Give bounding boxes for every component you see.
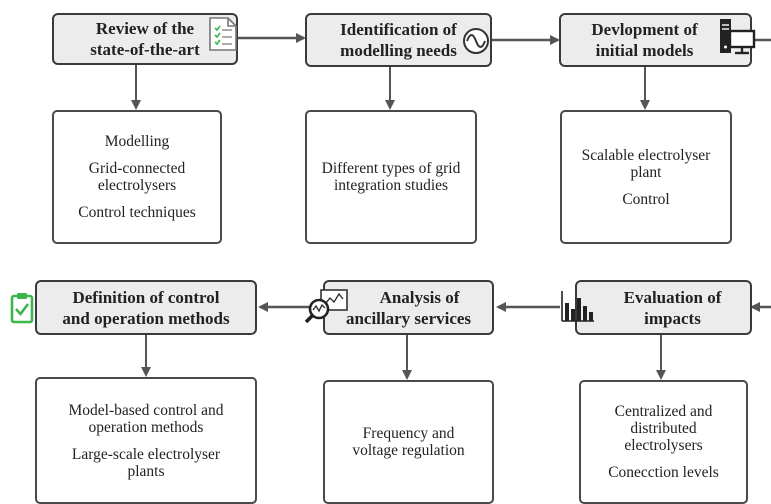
clipboard-check-icon: [10, 293, 34, 324]
detail-item: Grid-connected electrolysers: [88, 160, 186, 194]
step-review-title-line2: state-of-the-art: [90, 40, 200, 59]
sine-wave-icon: [463, 28, 489, 54]
step-development-details: Scalable electrolyser plant Control: [560, 110, 732, 244]
step-evaluation-header[interactable]: Evaluation of impacts: [575, 280, 752, 335]
step-review-header[interactable]: Review of the state-of-the-art: [52, 13, 238, 65]
step-definition-title-line1: Definition of control: [72, 287, 220, 307]
detail-item: Centralized and distributed electrolyser…: [614, 403, 713, 454]
step-analysis-details: Frequency and voltage regulation: [323, 380, 494, 504]
detail-item: Frequency and voltage regulation: [352, 425, 465, 459]
step-definition-title-line2: and operation methods: [62, 308, 230, 328]
document-icon: [209, 17, 237, 51]
step-identification-details: Different types of grid integration stud…: [305, 110, 477, 244]
detail-item: Modelling: [104, 133, 170, 150]
step-identification-title-line2: modelling needs: [340, 41, 457, 60]
step-analysis-title-line1: Analysis of: [379, 287, 460, 307]
detail-item: Control: [622, 190, 670, 208]
detail-item: Different types of grid integration stud…: [321, 160, 461, 194]
step-development-title-line1: Devlopment of: [591, 20, 698, 39]
step-review-title-line1: Review of the: [95, 19, 195, 38]
bar-chart-icon: [561, 291, 594, 322]
step-definition-details: Model-based control and operation method…: [35, 377, 257, 504]
step-evaluation-title-line1: Evaluation of: [623, 287, 722, 307]
step-identification-header[interactable]: Identification of modelling needs: [305, 13, 492, 67]
step-review-details: Modelling Grid-connected electrolysers C…: [52, 110, 222, 244]
magnifier-chart-icon: [305, 289, 348, 324]
step-definition-header[interactable]: Definition of control and operation meth…: [35, 280, 257, 335]
detail-item: Large-scale electrolyser plants: [71, 445, 221, 480]
detail-item: Control techniques: [78, 204, 196, 221]
step-identification-title-line1: Identification of: [340, 20, 457, 39]
detail-item: Model-based control and operation method…: [68, 401, 224, 436]
step-evaluation-title-line2: impacts: [644, 308, 701, 328]
step-development-title-line2: initial models: [595, 41, 694, 60]
step-analysis-title-line2: ancillary services: [345, 308, 472, 328]
detail-item: Scalable electrolyser plant: [581, 146, 711, 181]
step-evaluation-details: Centralized and distributed electrolyser…: [579, 380, 748, 504]
detail-item: Conecction levels: [608, 464, 719, 481]
computer-icon: [720, 19, 756, 55]
step-development-header[interactable]: Devlopment of initial models: [559, 13, 752, 67]
step-analysis-header[interactable]: Analysis of ancillary services: [323, 280, 494, 335]
